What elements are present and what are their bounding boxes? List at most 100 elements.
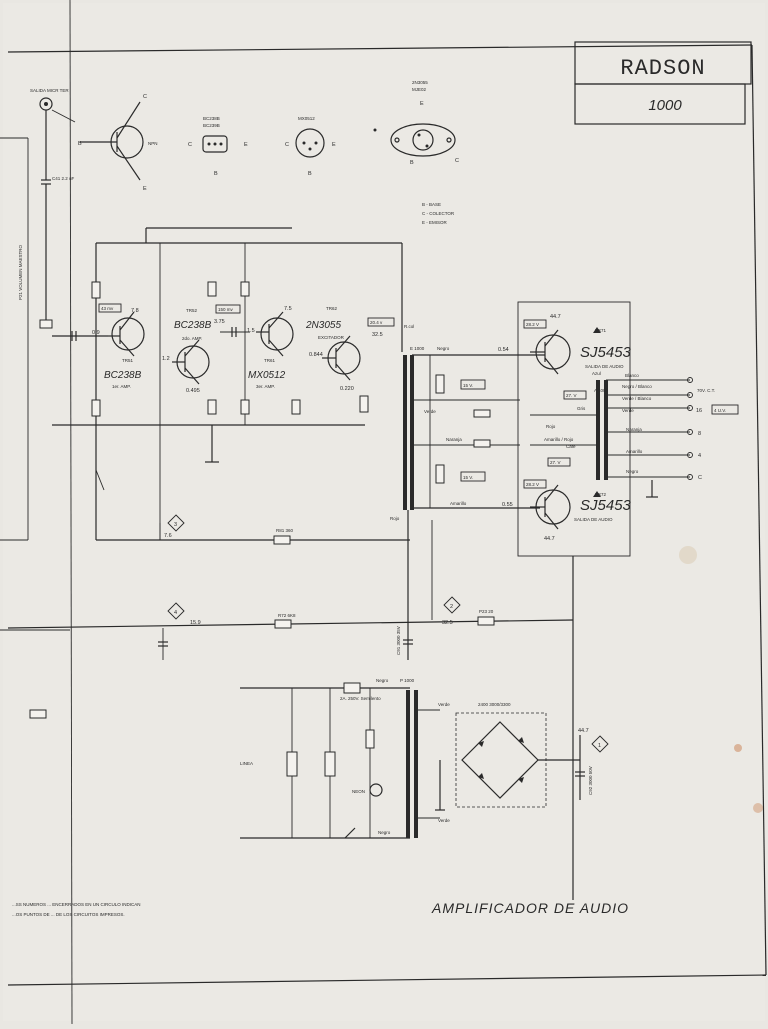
svg-text:C: C xyxy=(285,142,289,148)
preamp-stage xyxy=(52,227,403,540)
legend-base: B - BASE xyxy=(422,202,441,207)
tr71-role: SALIDA DE AUDIO xyxy=(585,364,624,369)
tr62-part: 2N3055 xyxy=(305,320,341,331)
mains-tx-label: P 1000 xyxy=(400,678,415,683)
out1-base-v: 0.54 xyxy=(498,347,509,353)
transistor-tr62: TR62 2N3055 EXCITADOR 0.844 0.220 32.5 xyxy=(305,306,383,392)
vbox-3: 20.4 v xyxy=(370,320,383,325)
svg-text:B: B xyxy=(308,171,312,177)
node-2-v: 32.5 xyxy=(442,620,453,626)
wire-rojo-2: Rojo xyxy=(546,424,556,429)
tap-8: 8 xyxy=(698,431,701,437)
input-jack: SALIDA MICR TER C41 2.2 uF P21 VOLUMEN M… xyxy=(18,88,76,329)
tap-4: 4 xyxy=(698,453,701,459)
tr71-ref: TR71 xyxy=(595,328,607,333)
tr51-role: 1er. AMP. xyxy=(112,384,131,389)
tr61-part: MX0512 xyxy=(248,370,286,381)
tr62-role: EXCITADOR xyxy=(318,335,345,340)
node-2-label: 2 xyxy=(450,604,453,610)
jack-label: SALIDA MICR TER xyxy=(30,88,69,93)
vbox-1: 43 mv xyxy=(101,306,114,311)
c-main-label: C92 3000 50V xyxy=(588,766,593,795)
wire-negro-1: Negro xyxy=(437,346,450,351)
wire-verde-4: Verde xyxy=(438,818,450,823)
tr52-part: BC238B xyxy=(174,320,212,331)
transistor-tr51: TR51 BC238B 1er. AMP. 7.8 0.9 xyxy=(92,308,145,389)
r-out-label: P23 20 xyxy=(479,609,494,614)
svg-text:E: E xyxy=(420,101,424,107)
neon-lamp xyxy=(369,783,383,797)
wire-negro-2: Negro xyxy=(626,469,639,474)
wire-negro-3: Negro xyxy=(376,678,389,683)
out2-bot-v: 44.7 xyxy=(544,536,555,542)
tr51-part: BC238B xyxy=(104,370,142,381)
wire-verde-blanco: Verde / Blanco xyxy=(622,396,652,401)
svg-text:B: B xyxy=(78,141,82,147)
node-3-label: 3 xyxy=(174,522,177,528)
neon-label: NEON xyxy=(352,789,365,794)
footnote-line-2: ...OS PUNTOS DE ... DE LOS CIRCUITOS IMP… xyxy=(12,912,125,917)
tr72-part: SJ5453 xyxy=(580,497,632,514)
output-transformer: Azul A 1000 Gris Cafe Amarillo / Rojo Ro… xyxy=(530,371,715,498)
tr62-ref: TR62 xyxy=(326,306,338,311)
tap-c: C xyxy=(698,475,702,481)
node-3-v: 7.6 xyxy=(164,533,172,539)
svg-text:C: C xyxy=(188,142,192,148)
svg-text:R.col: R.col xyxy=(404,324,414,329)
wire-negro-4: Negro xyxy=(378,830,391,835)
vbox-2: 150 mv xyxy=(218,307,234,312)
vbox-6: 15 V. xyxy=(463,383,473,388)
volume-label: P21 VOLUMEN MAESTRO xyxy=(18,244,23,300)
bridge-rectifier xyxy=(461,721,539,799)
node-1-label: 1 xyxy=(598,743,601,749)
left-partial-circuit xyxy=(0,137,70,719)
svg-text:E: E xyxy=(244,142,248,148)
r-mid-label: R72 6K8 xyxy=(278,613,296,618)
node-2-marker xyxy=(443,596,461,614)
output-tx-label: A 1000 xyxy=(594,388,609,393)
power-supply: 2A. 250V. Semilento NEON LINEA P 1000 Ne… xyxy=(240,678,609,839)
node-4-v: 15.9 xyxy=(190,620,201,626)
svg-text:C: C xyxy=(455,158,459,164)
wire-naranja: Naranja xyxy=(446,437,462,442)
tr52-role: 2do. AMP. xyxy=(182,336,202,341)
diagram-title: AMPLIFICADOR DE AUDIO xyxy=(431,900,629,916)
node-4-marker xyxy=(167,602,185,620)
tip-package-label-1: 2N3055 xyxy=(412,80,428,85)
wire-verde-1: Verde xyxy=(424,409,436,414)
mx-package-label: MX0512 xyxy=(298,116,315,121)
svg-text:E: E xyxy=(332,142,336,148)
footnote-line-1: ...SS NUMEROS ... ENCERRADOS EN UN CIRCU… xyxy=(12,902,141,907)
voltage-boxes: 43 mv 150 mv 20.4 v 28.2 V 27. V 15 V. 1… xyxy=(98,303,739,489)
input-cap-label: C41 2.2 uF xyxy=(52,176,75,181)
wire-azul: Azul xyxy=(592,371,601,376)
tr62-ve: 0.220 xyxy=(340,386,354,392)
svg-text:B: B xyxy=(410,160,414,166)
tr51-vc: 7.8 xyxy=(131,308,139,314)
wire-amarillo-1: Amarillo xyxy=(450,501,467,506)
legend-collector: C - COLECTOR xyxy=(422,211,455,216)
svg-text:B: B xyxy=(214,171,218,177)
pin-legend: B - BASE C - COLECTOR E - EMISOR xyxy=(422,202,455,225)
fold-line xyxy=(69,0,73,1025)
tap-16: 16 xyxy=(696,408,702,414)
driver-transformer: R.col E 1000 Negro Verde Naranja Amarill… xyxy=(390,324,545,521)
transistor-tr61: TR61 MX0512 3er. AMP. 7.5 1.5 xyxy=(247,306,294,389)
tr61-role: 3er. AMP. xyxy=(256,384,275,389)
supply-rails: R81 360 3 7.6 R72 6K8 4 15.9 C91 3000 35… xyxy=(7,510,574,660)
svg-text:C: C xyxy=(143,94,147,100)
wire-negro-blanco: Negro / Blanco xyxy=(622,384,652,389)
wire-amarillo-2: Amarillo xyxy=(626,449,643,454)
title-block: RADSON 1000 xyxy=(574,41,752,125)
node-3-marker xyxy=(167,514,185,532)
vbox-5: 27. V xyxy=(566,393,577,398)
tr52-vc: 3.75 xyxy=(214,319,225,325)
speaker-label: 70V. C.T. xyxy=(697,388,715,393)
brand-name: RADSON xyxy=(620,56,705,81)
tr61-vb: 1.5 xyxy=(247,328,255,334)
legend-emitter: E - EMISOR xyxy=(422,220,448,225)
wire-cafe: Cafe xyxy=(566,444,576,449)
wire-rojo-1: Rojo xyxy=(390,516,400,521)
